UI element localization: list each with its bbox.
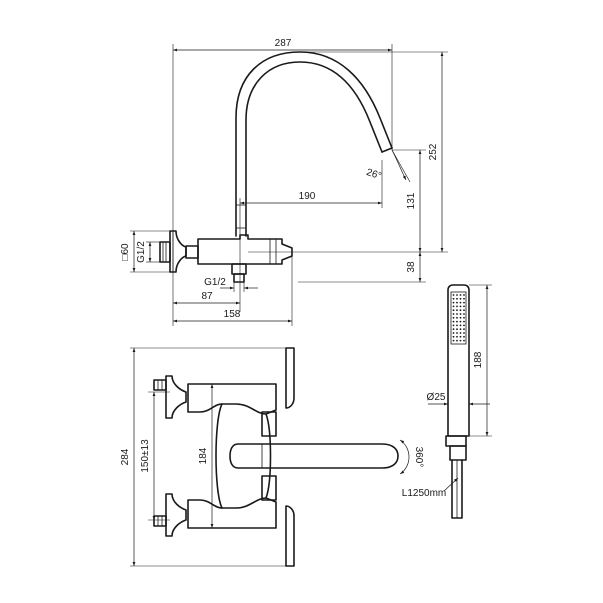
spray-nozzle [456, 301, 458, 304]
spray-nozzle [459, 332, 462, 334]
spray-nozzle [452, 320, 455, 323]
spray-nozzle [463, 335, 465, 338]
spray-nozzle [456, 320, 458, 323]
handshower-outlet [231, 263, 247, 275]
body-top [187, 383, 277, 415]
dim-spout-height: 131 [406, 192, 417, 209]
spray-nozzle [452, 328, 455, 331]
spray-nozzle [463, 324, 465, 327]
spray-nozzle [459, 297, 462, 300]
bottom-handle [153, 493, 187, 537]
spray-nozzle [452, 305, 455, 308]
dim-total-width: 287 [275, 38, 292, 49]
spray-nozzle [456, 316, 458, 319]
spray-nozzle [456, 335, 458, 338]
dim-total-height: 252 [428, 143, 439, 160]
spray-nozzle [459, 294, 462, 296]
bottom-wall-plate [285, 505, 295, 567]
body-column [215, 403, 223, 509]
shower-spray-face [450, 291, 467, 345]
shower-holder [445, 435, 467, 447]
spray-nozzle [456, 309, 458, 312]
dim-rosette: □60 [120, 243, 131, 261]
body-bottom [187, 497, 277, 529]
top-handle [153, 375, 187, 419]
spray-nozzle [456, 305, 458, 308]
spray-nozzle [452, 332, 455, 334]
spray-nozzle [456, 313, 458, 315]
dim-handshower-diameter: Ø25 [427, 392, 446, 403]
spray-nozzle [459, 328, 462, 331]
spray-nozzle [459, 305, 462, 308]
dim-handshower-length: 188 [473, 351, 484, 368]
spray-nozzle [452, 335, 455, 338]
spout-top [229, 443, 399, 469]
spray-nozzles [452, 294, 465, 342]
spray-nozzle [459, 320, 462, 323]
hand-shower: 188 Ø25 L1250mm [402, 284, 492, 519]
spray-nozzle [459, 309, 462, 312]
spray-nozzle [456, 332, 458, 334]
dim-outlet-offset: 87 [201, 291, 213, 302]
dim-spout-angle: 26° [365, 167, 383, 182]
spray-nozzle [459, 324, 462, 327]
spray-nozzle [456, 297, 458, 300]
dim-inlet-centres: 150±13 [140, 439, 151, 473]
dim-body-height: 38 [406, 261, 417, 273]
spray-nozzle [463, 328, 465, 331]
spray-nozzle [456, 324, 458, 327]
dim-body-length: 184 [198, 447, 209, 464]
spray-nozzle [459, 339, 462, 342]
spray-nozzle [456, 339, 458, 342]
dim-overall-length: 284 [120, 448, 131, 465]
dim-body-depth: 158 [224, 309, 241, 320]
top-view: 284 150±13 184 360° [120, 347, 424, 567]
dim-outlet-thread: G1/2 [204, 277, 226, 288]
spray-nozzle [452, 316, 455, 319]
spray-nozzle [452, 324, 455, 327]
spray-nozzle [452, 297, 455, 300]
side-view: 287 190 252 131 38 26° □60 G1/2 G1/2 87 [120, 38, 448, 326]
spray-nozzle [452, 294, 455, 296]
spray-nozzle [459, 301, 462, 304]
spray-nozzle [463, 294, 465, 296]
spray-nozzle [463, 309, 465, 312]
spray-nozzle [452, 339, 455, 342]
spray-nozzle [452, 313, 455, 315]
spray-nozzle [452, 309, 455, 312]
top-wall-plate [285, 347, 295, 409]
spray-nozzle [459, 313, 462, 315]
spray-nozzle [463, 339, 465, 342]
spray-nozzle [459, 335, 462, 338]
spray-nozzle [456, 328, 458, 331]
dim-spout-reach: 190 [299, 191, 316, 202]
dim-swivel: 360° [413, 447, 424, 468]
spray-nozzle [463, 301, 465, 304]
spray-nozzle [463, 320, 465, 323]
dim-inlet-thread: G1/2 [136, 241, 147, 263]
wall-rosette [169, 230, 187, 273]
dim-hose-length: L1250mm [402, 488, 446, 499]
spray-nozzle [463, 316, 465, 319]
spray-nozzle [463, 305, 465, 308]
spray-nozzle [463, 297, 465, 300]
shower-head [447, 284, 470, 437]
mixer-body [197, 234, 293, 265]
spray-nozzle [463, 332, 465, 334]
spray-nozzle [456, 294, 458, 296]
spray-nozzle [452, 301, 455, 304]
spray-nozzle [463, 313, 465, 315]
spray-nozzle [459, 316, 462, 319]
inlet-nut [159, 241, 171, 263]
